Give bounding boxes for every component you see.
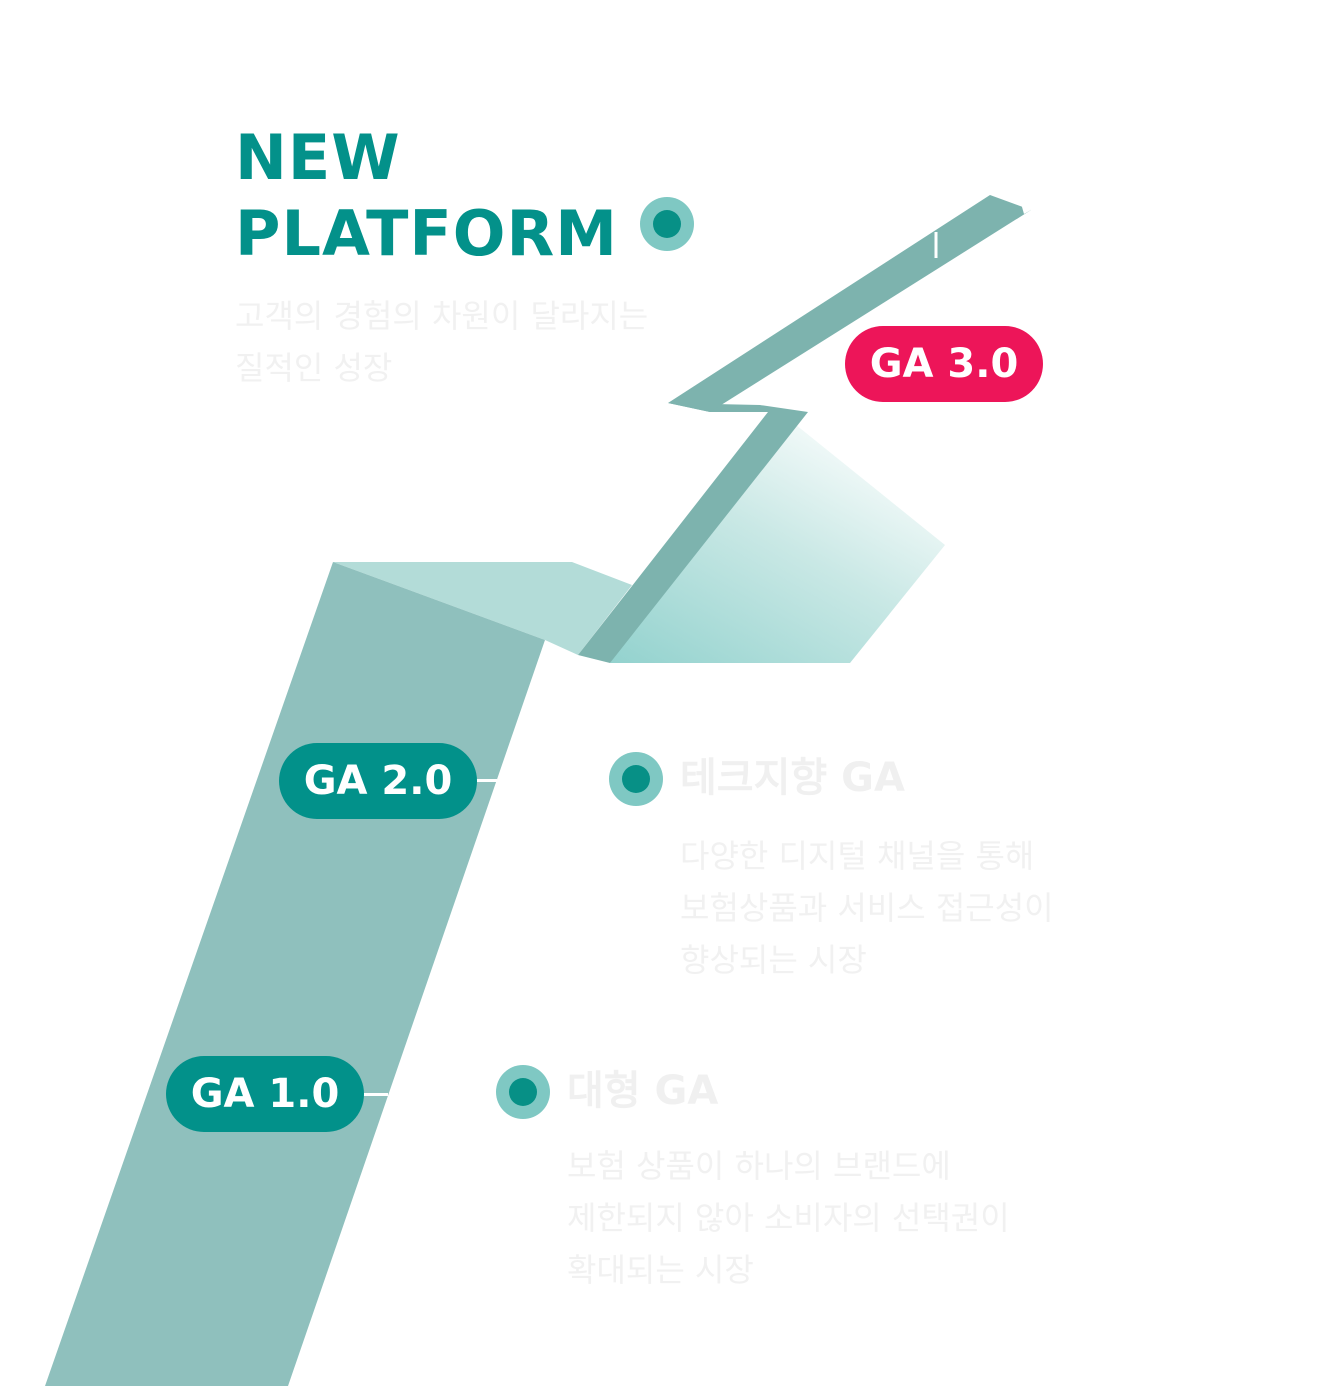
ribbon-glow	[610, 412, 945, 663]
ribbon-ledge	[333, 562, 632, 655]
ribbon-lower	[45, 562, 545, 1386]
intro-line-2: 질적인 성장	[235, 349, 393, 387]
ga2-desc-line-3: 향상되는 시장	[680, 941, 867, 979]
ga1-desc-line-1: 보험 상품이 하나의 브랜드에	[567, 1147, 951, 1185]
ga1-badge: GA 1.0	[166, 1056, 364, 1132]
title-line-1: NEW	[235, 121, 401, 194]
ribbon-upper	[668, 195, 1031, 412]
intro-line-1: 고객의 경험의 차원이 달라지는	[235, 297, 649, 335]
ga1-heading: 대형 GA	[567, 1068, 719, 1114]
ga2-marker-dot	[609, 752, 663, 806]
ga1-marker-dot	[496, 1065, 550, 1119]
ga1-connector	[360, 1093, 388, 1096]
ga2-desc-line-2: 보험상품과 서비스 접근성이	[680, 889, 1054, 927]
ga3-badge: GA 3.0	[845, 326, 1043, 402]
ga2-badge: GA 2.0	[279, 743, 477, 819]
ga2-connector	[473, 779, 497, 782]
intro-description: 고객의 경험의 차원이 달라지는 질적인 성장	[235, 290, 648, 394]
platform-marker-dot	[640, 197, 694, 251]
ga2-description: 다양한 디지털 채널을 통해 보험상품과 서비스 접근성이 향상되는 시장	[680, 830, 1054, 986]
ga2-desc-line-1: 다양한 디지털 채널을 통해	[680, 837, 1035, 875]
ga1-desc-line-2: 제한되지 않아 소비자의 선택권이	[567, 1199, 1010, 1237]
title-line-2: PLATFORM	[235, 197, 618, 270]
ga2-heading: 테크지향 GA	[680, 755, 905, 801]
ribbon-rise	[578, 412, 808, 663]
ribbon-tip	[1020, 200, 1031, 214]
ga1-description: 보험 상품이 하나의 브랜드에 제한되지 않아 소비자의 선택권이 확대되는 시…	[567, 1140, 1010, 1296]
page-title: NEW PLATFORM	[235, 120, 618, 272]
ga1-desc-line-3: 확대되는 시장	[567, 1251, 754, 1289]
